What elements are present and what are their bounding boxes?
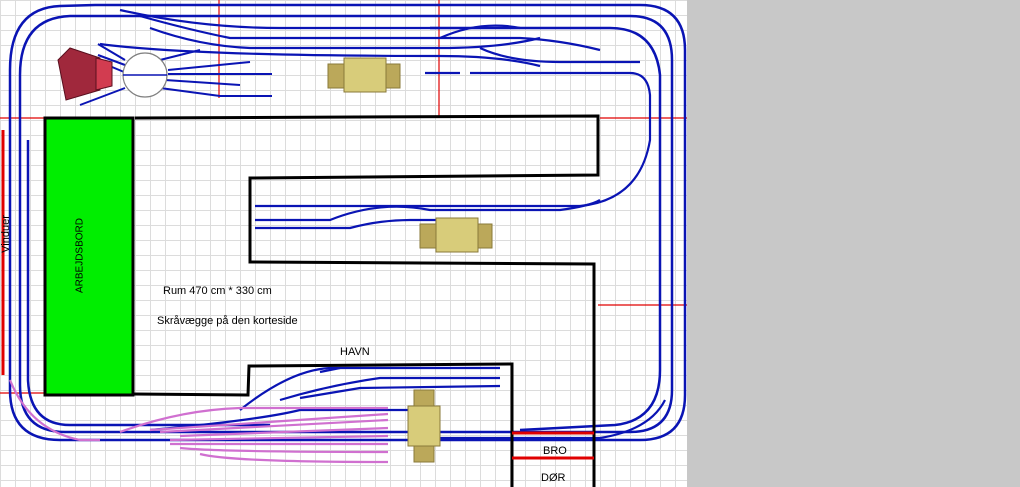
slope-note-text: Skråvægge på den korteside <box>157 315 298 327</box>
room-size-text: Rum 470 cm * 330 cm <box>163 285 272 297</box>
window-label: Vinduer <box>0 215 12 253</box>
fan-yard-tracks <box>8 379 389 464</box>
locomotive-icon <box>407 389 441 463</box>
workbench <box>43 116 135 397</box>
locomotive-icon <box>327 57 401 93</box>
upper-yard-tracks <box>99 8 652 208</box>
track-layout-drawing <box>0 0 687 487</box>
harbor-label: HAVN <box>340 346 370 358</box>
turntable-tracks <box>79 43 272 106</box>
middle-siding-tracks <box>255 199 601 230</box>
bridge-label: BRO <box>543 445 567 457</box>
locomotive-icon <box>419 217 493 253</box>
main-loop-tracks <box>8 3 687 442</box>
track-plan-canvas: Rum 470 cm * 330 cm Skråvægge på den kor… <box>0 0 687 487</box>
workbench-label: ARBEJDSBORD <box>74 218 86 294</box>
roundhouse-icon <box>57 47 113 101</box>
empty-side-pane <box>687 0 1020 487</box>
door-label: DØR <box>541 472 566 484</box>
room-walls <box>132 114 600 487</box>
